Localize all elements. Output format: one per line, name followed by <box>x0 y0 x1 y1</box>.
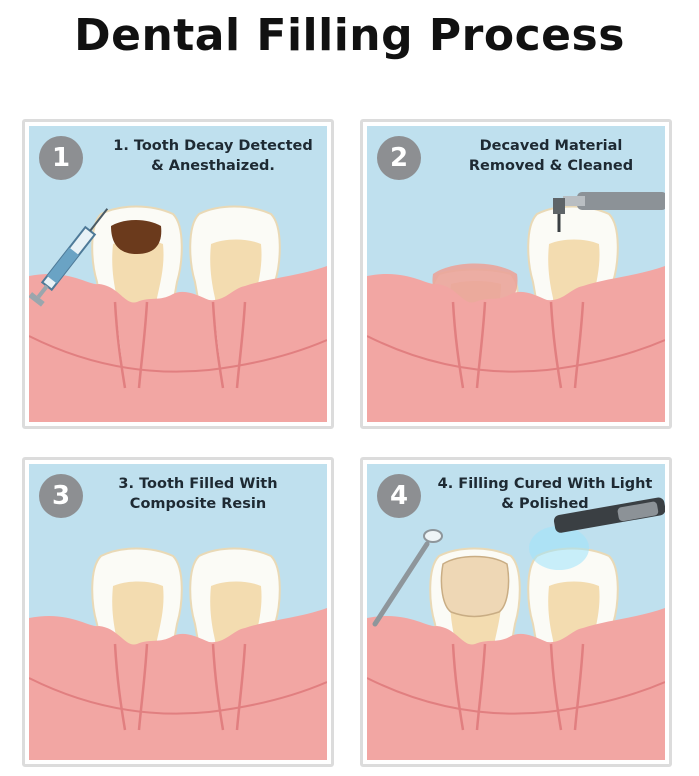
step-4-illustration <box>367 464 665 760</box>
step-caption: Decaved Material Removed & Cleaned <box>468 138 634 174</box>
dental-mirror-icon <box>372 529 443 627</box>
page-title: Dental Filling Process <box>74 10 625 61</box>
step-panel-1: 1 1. Tooth Decay Detected & Anesthaized. <box>22 119 334 429</box>
step-caption: 3. Tooth Filled With Composite Resin <box>118 476 278 512</box>
step-number-badge: 2 <box>377 136 421 180</box>
step-3-illustration <box>29 464 327 760</box>
curing-light-icon <box>529 497 665 570</box>
step-1-illustration <box>29 126 327 422</box>
step-caption: 4. Filling Cured With Light & Polished <box>437 476 653 512</box>
step-panel-4: 4 4. Filling Cured With Light & Polished <box>360 457 672 767</box>
step-2-illustration <box>367 126 665 422</box>
step-panel-3: 3 3. Tooth Filled With Composite Resin <box>22 457 334 767</box>
syringe-icon <box>29 208 109 307</box>
step-caption: 1. Tooth Decay Detected & Anesthaized. <box>113 138 313 174</box>
dental-drill-icon <box>553 192 665 232</box>
step-panel-2: 2 Decaved Material Removed & Cleaned <box>360 119 672 429</box>
step-number-badge: 4 <box>377 474 421 518</box>
step-number-badge: 1 <box>39 136 83 180</box>
step-number-badge: 3 <box>39 474 83 518</box>
